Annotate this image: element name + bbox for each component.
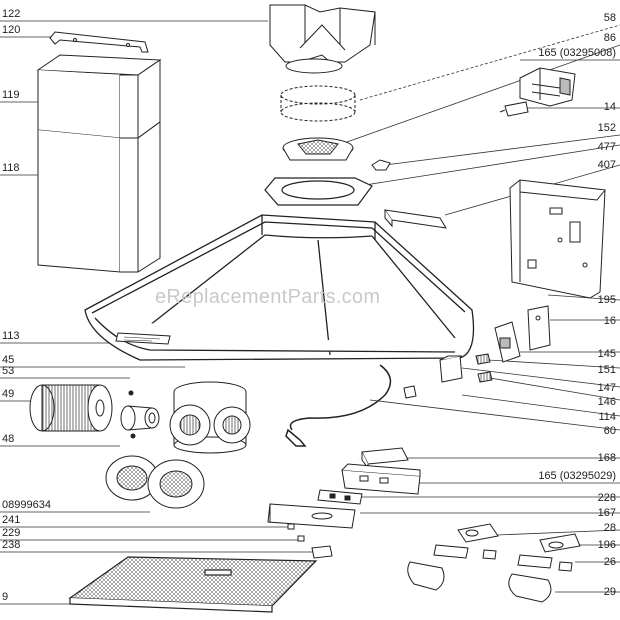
label-14: 14 [603, 101, 616, 113]
part-477-collar [264, 177, 373, 206]
label-241: 241 [2, 514, 21, 526]
label-165-03295029: 165 (03295029) [538, 470, 616, 482]
part-28-lamp-clip [457, 523, 499, 543]
part-118-lower-chimney [37, 121, 161, 273]
part-48-coupling [120, 405, 160, 431]
part-151-small-connector [475, 353, 491, 365]
part-119-upper-chimney [36, 54, 162, 139]
part-147-lamp-holder [439, 355, 463, 383]
part-229-spring [297, 535, 305, 542]
part-241-button [287, 523, 295, 530]
label-152: 152 [597, 122, 616, 134]
label-48: 48 [2, 433, 15, 445]
label-45: 45 [2, 354, 15, 366]
label-60: 60 [603, 425, 616, 437]
label-118: 118 [2, 162, 20, 174]
part-53-nut [128, 390, 136, 439]
label-229: 229 [2, 527, 21, 539]
label-146: 146 [597, 396, 616, 408]
part-146-small-connector [477, 371, 493, 383]
label-167: 167 [597, 507, 616, 519]
part-60-power-cord [285, 364, 392, 447]
part-407-support-bar [383, 209, 447, 229]
label-29: 29 [603, 586, 616, 598]
part-238-knob [311, 545, 333, 559]
part-14-capacitor [499, 101, 529, 117]
part-114-clip [403, 385, 417, 399]
part-195-control-panel [509, 179, 606, 299]
label-49: 49 [2, 388, 15, 400]
part-122-flue-connector [269, 4, 376, 74]
label-9: 9 [2, 591, 9, 603]
label-08999634: 08999634 [2, 499, 51, 511]
right-leader-lines [329, 24, 620, 593]
part-86-damper [282, 137, 354, 161]
part-152-clip [371, 159, 391, 171]
part-9-grease-filter [68, 556, 318, 613]
label-165-03295008: 165 (03295008) [538, 47, 616, 59]
part-120-bracket [49, 31, 149, 53]
part-45-motor [169, 381, 251, 454]
label-168: 168 [597, 452, 616, 464]
part-26-bulbs [433, 544, 573, 572]
part-167-control-fascia [267, 503, 356, 529]
label-477: 477 [597, 141, 616, 153]
label-114: 114 [598, 411, 616, 423]
label-122: 122 [2, 8, 21, 20]
label-145: 145 [597, 348, 616, 360]
part-49-fan-wheel [29, 384, 113, 432]
part-29-lamp-covers [407, 561, 552, 603]
label-151: 151 [597, 364, 616, 376]
part-196-lamp-holder [539, 533, 581, 553]
part-168-cover-strip [361, 447, 409, 470]
label-16: 16 [603, 315, 616, 327]
part-145-switch [494, 321, 521, 363]
part-08999634-fan-housings [105, 455, 205, 509]
label-113: 113 [2, 330, 20, 342]
label-147: 147 [597, 382, 616, 394]
label-196: 196 [597, 539, 616, 551]
label-120: 120 [2, 24, 21, 36]
label-119: 119 [2, 89, 20, 101]
label-28: 28 [603, 522, 616, 534]
part-228-switch-bar [317, 489, 363, 505]
label-86: 86 [603, 32, 616, 44]
label-238: 238 [2, 539, 21, 551]
part-16-switch-plate [527, 305, 551, 351]
hood-canopy [84, 214, 475, 361]
part-165-terminal-block-a [519, 67, 576, 107]
part-58-ring [280, 85, 356, 122]
label-195: 195 [597, 294, 616, 306]
label-58: 58 [603, 12, 616, 24]
part-165-terminal-block-b [341, 463, 421, 495]
label-407: 407 [597, 159, 616, 171]
label-53: 53 [2, 365, 15, 377]
label-228: 228 [597, 492, 616, 504]
label-26: 26 [603, 556, 616, 568]
watermark: eReplacementParts.com [155, 286, 381, 308]
part-113-rating-plate [115, 332, 171, 345]
